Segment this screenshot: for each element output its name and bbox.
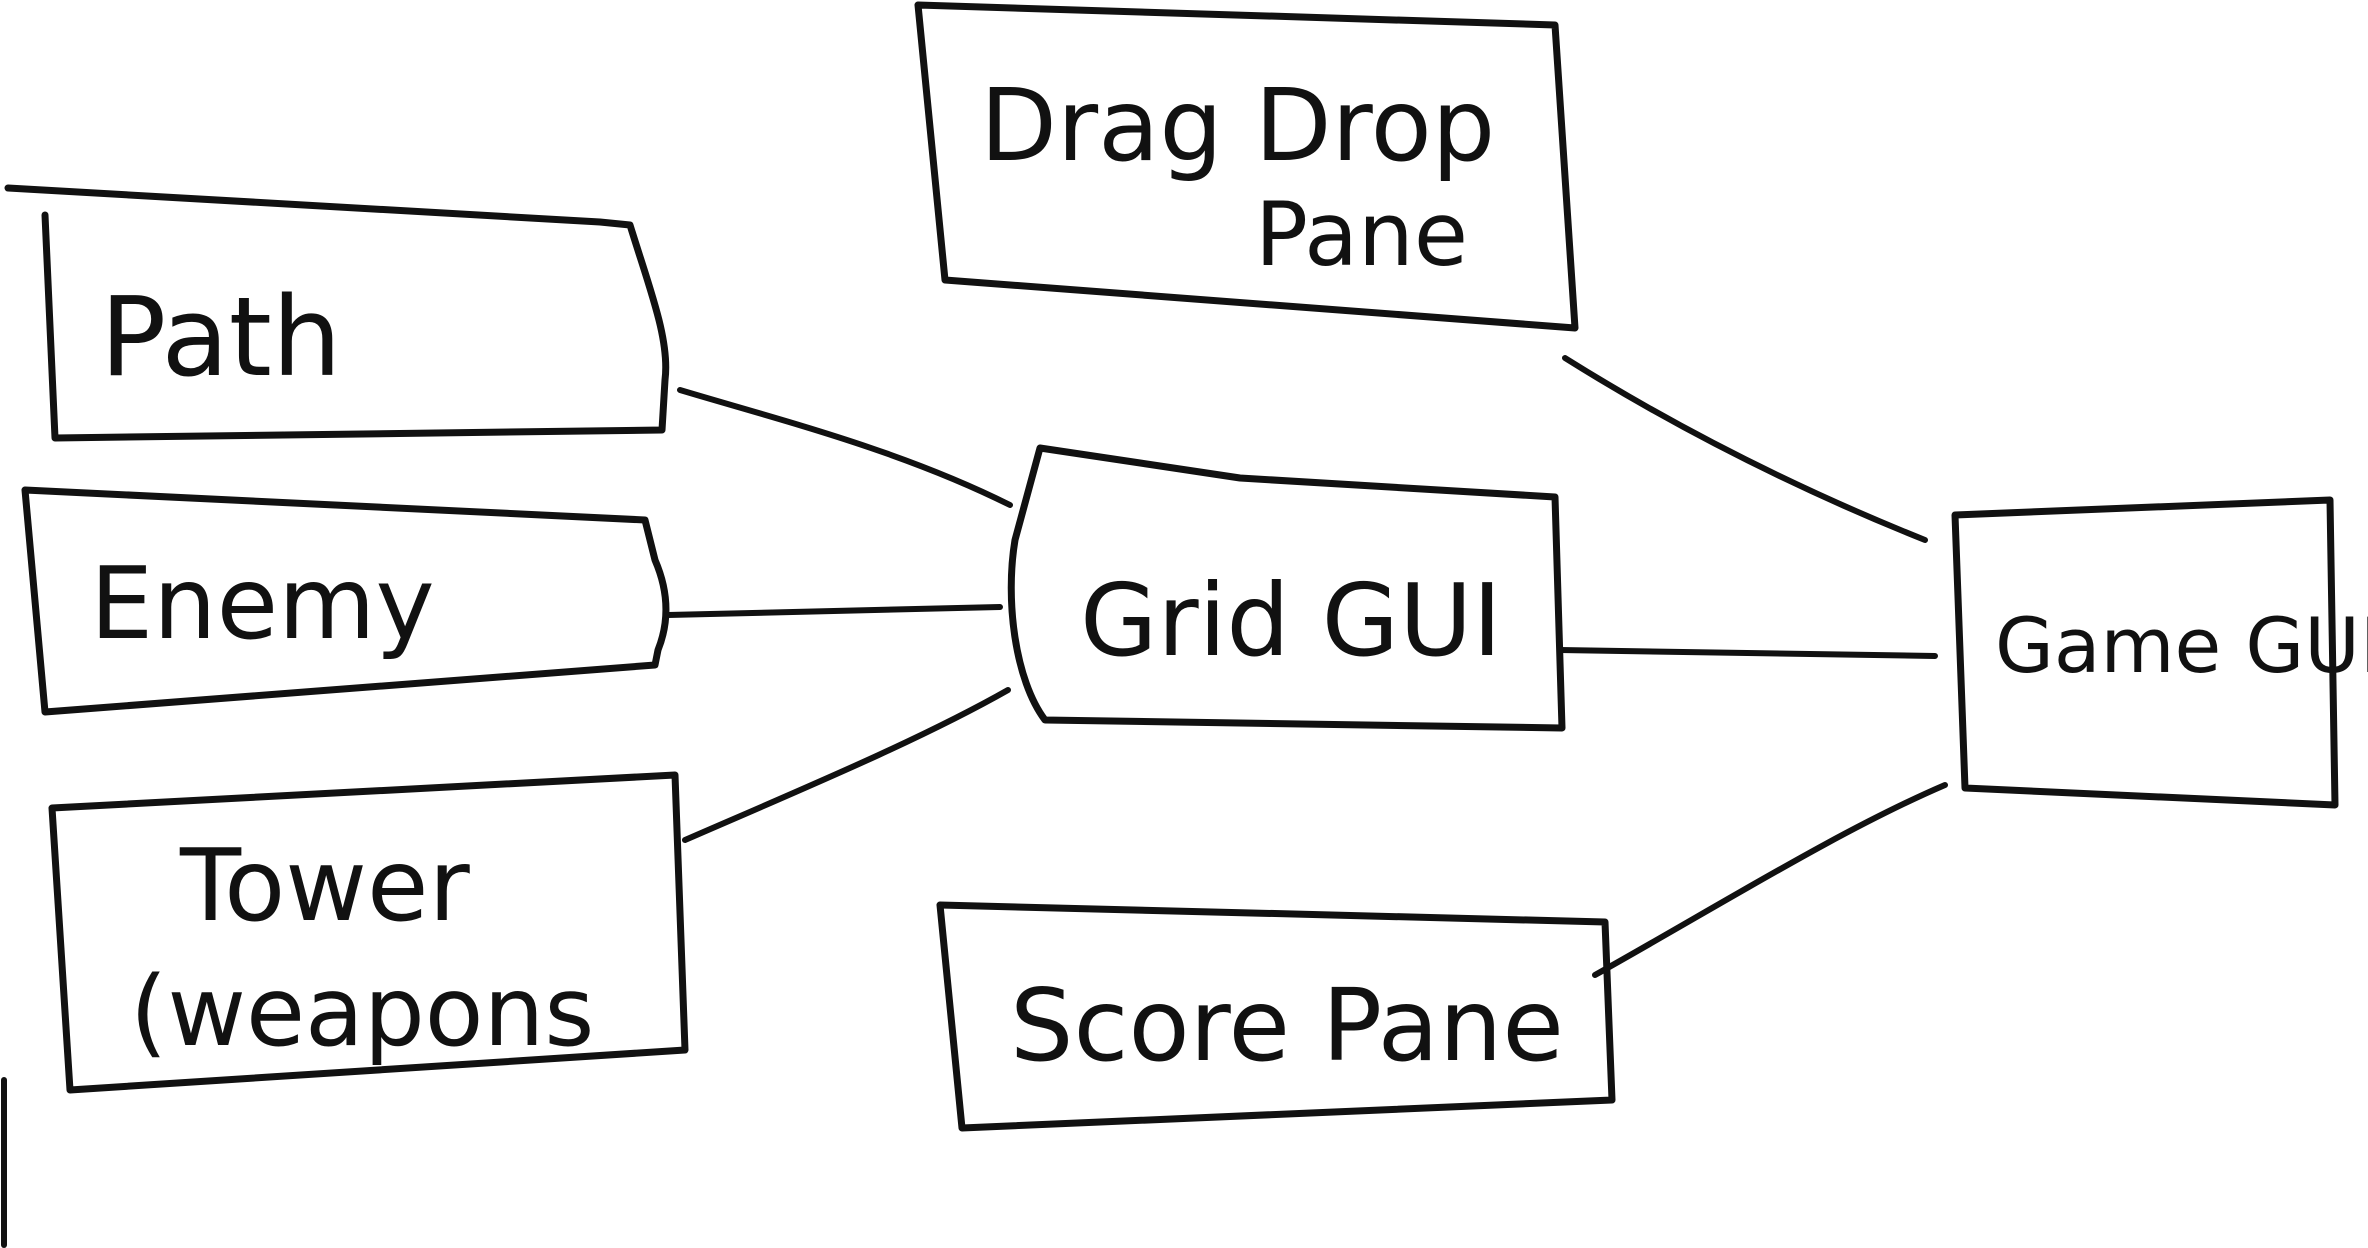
edge-grid-gui-game-gui: [1557, 647, 1938, 659]
node-drag-drop-pane-line2: Pane: [1255, 183, 1468, 286]
node-path: Path: [4, 184, 670, 442]
node-path-outline: [4, 184, 670, 442]
node-tower-outline: [48, 771, 689, 1094]
node-score-pane: Score Pane: [936, 901, 1616, 1132]
edge-score-pane-game-gui: [1592, 782, 1948, 978]
node-enemy-outline: [21, 486, 670, 716]
node-tower: Tower (weapons: [48, 771, 689, 1094]
node-tower-line1: Tower: [179, 827, 471, 944]
node-enemy: Enemy: [21, 486, 670, 716]
node-drag-drop-pane: Drag Drop Pane: [914, 1, 1579, 332]
node-grid-gui: Grid GUI: [1007, 444, 1566, 732]
node-score-pane-outline: [936, 901, 1616, 1132]
node-grid-gui-outline: [1007, 444, 1566, 732]
edge-drag-drop-pane-game-gui: [1562, 355, 1928, 543]
edge-path-grid-gui: [677, 387, 1013, 508]
node-tower-line2: (weapons: [130, 956, 594, 1068]
node-game-gui: Game GUI: [1951, 496, 2368, 809]
edge-tower-grid-gui: [682, 687, 1011, 843]
node-grid-gui-label: Grid GUI: [1080, 562, 1502, 679]
node-path-label: Path: [100, 273, 342, 401]
node-game-gui-label: Game GUI: [1995, 601, 2368, 690]
edge-enemy-grid-gui: [665, 604, 1003, 618]
node-enemy-label: Enemy: [90, 545, 435, 662]
node-drag-drop-pane-line1: Drag Drop: [980, 67, 1495, 184]
node-score-pane-label: Score Pane: [1010, 967, 1564, 1084]
node-drag-drop-pane-outline: [914, 1, 1579, 332]
node-game-gui-outline: [1951, 496, 2339, 809]
